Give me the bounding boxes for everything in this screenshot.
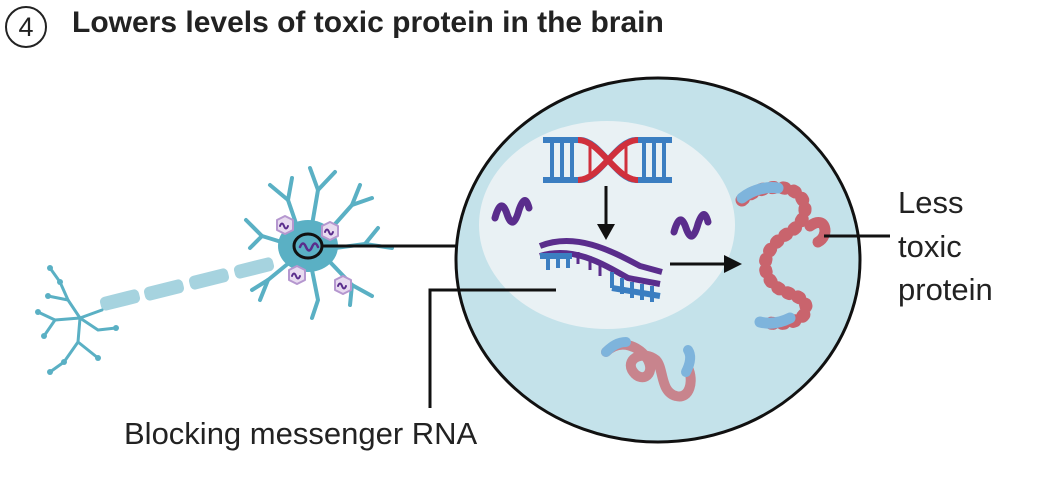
dna-icon	[543, 137, 672, 183]
step-number-badge: 4	[5, 6, 47, 48]
axon-terminal	[36, 266, 118, 374]
protein-label-line3: protein	[898, 272, 993, 307]
arrow-right-icon	[670, 255, 742, 273]
neuron-icon	[35, 166, 394, 375]
molecule-markers	[276, 215, 352, 295]
protein-label-line2: toxic	[898, 229, 962, 264]
protein-chain-icon	[601, 180, 831, 402]
cell-nucleus-icon	[454, 76, 862, 444]
blocking-strand-icon	[538, 237, 663, 302]
protein-label-line1: Less	[898, 185, 964, 220]
axon	[99, 257, 275, 311]
page-title: Lowers levels of toxic protein in the br…	[72, 6, 664, 39]
arrow-down-icon	[597, 186, 615, 240]
mrna-icon	[491, 197, 712, 240]
rna-callout-line	[428, 288, 556, 408]
rna-label: Blocking messenger RNA	[124, 416, 478, 451]
